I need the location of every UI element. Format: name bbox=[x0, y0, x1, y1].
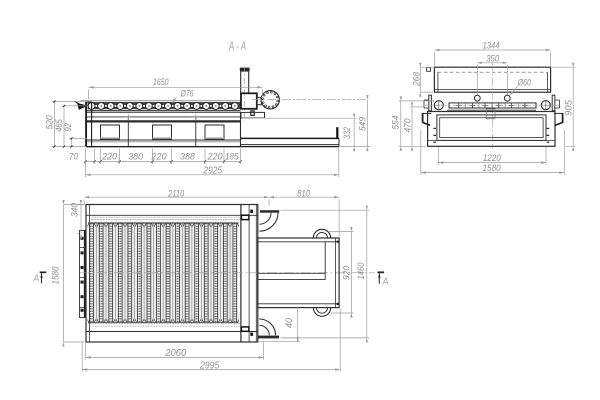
svg-text:A: A bbox=[32, 273, 39, 285]
svg-text:470: 470 bbox=[402, 118, 413, 133]
svg-text:Ø76: Ø76 bbox=[180, 88, 194, 99]
svg-text:A: A bbox=[382, 276, 389, 288]
svg-text:2925: 2925 bbox=[202, 166, 222, 177]
svg-text:549: 549 bbox=[357, 116, 368, 131]
svg-text:1220: 1220 bbox=[483, 152, 502, 163]
svg-text:465: 465 bbox=[53, 119, 64, 132]
svg-text:520: 520 bbox=[43, 115, 54, 130]
svg-text:40: 40 bbox=[283, 317, 294, 328]
svg-text:220: 220 bbox=[151, 151, 168, 162]
svg-text:1580: 1580 bbox=[50, 266, 61, 285]
svg-text:70: 70 bbox=[69, 151, 79, 162]
svg-text:2060: 2060 bbox=[164, 348, 186, 359]
svg-text:Ø60: Ø60 bbox=[517, 77, 531, 88]
svg-text:220: 220 bbox=[101, 151, 118, 162]
svg-text:388: 388 bbox=[180, 151, 196, 162]
svg-text:220: 220 bbox=[207, 151, 224, 162]
svg-text:1344: 1344 bbox=[483, 39, 500, 50]
svg-text:1460: 1460 bbox=[355, 262, 366, 280]
svg-text:92: 92 bbox=[62, 122, 73, 131]
svg-text:554: 554 bbox=[390, 116, 401, 130]
svg-text:A - A: A - A bbox=[228, 41, 246, 53]
svg-text:268: 268 bbox=[410, 71, 421, 87]
svg-text:905: 905 bbox=[563, 99, 574, 116]
svg-text:332: 332 bbox=[341, 126, 352, 139]
svg-text:350: 350 bbox=[486, 52, 500, 63]
svg-text:380: 380 bbox=[128, 151, 144, 162]
svg-text:340: 340 bbox=[68, 202, 79, 217]
svg-text:2995: 2995 bbox=[199, 361, 220, 372]
svg-text:2110: 2110 bbox=[167, 187, 184, 198]
svg-text:185: 185 bbox=[225, 151, 239, 162]
svg-text:1580: 1580 bbox=[483, 162, 502, 173]
svg-text:810: 810 bbox=[297, 187, 311, 198]
svg-text:1650: 1650 bbox=[153, 76, 169, 87]
svg-text:920: 920 bbox=[341, 265, 352, 280]
